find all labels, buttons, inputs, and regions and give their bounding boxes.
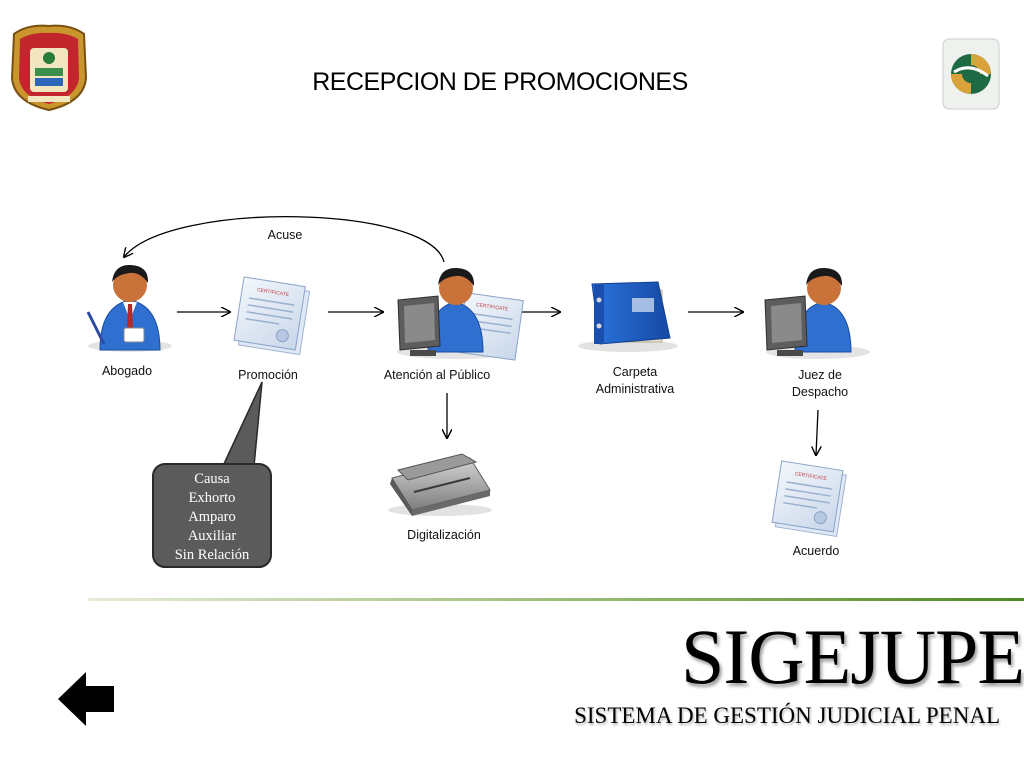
agreement-certificate-icon: CERTIFICATE (771, 460, 847, 538)
node-label-carpeta-line: Carpeta (612, 365, 658, 379)
administrative-folder-icon (578, 281, 678, 352)
promotion-types-callout (152, 463, 272, 568)
slide-title: RECEPCION DE PROMOCIONES (312, 68, 688, 96)
node-label-juez: Juez de Despacho (770, 367, 870, 401)
certificate-caption: CERTIFICATE (257, 287, 291, 298)
flow-arrow (816, 409, 818, 455)
node-label-carpeta: Carpeta Administrativa (580, 364, 690, 398)
node-label-juez-line: Despacho (791, 385, 849, 399)
public-service-clerk-icon: CERTIFICATE (397, 267, 524, 361)
acuse-label: Acuse (267, 228, 303, 242)
acuse-arrow (124, 216, 445, 263)
promotion-type-item: Causa (194, 471, 230, 487)
callout-pointer (221, 381, 263, 467)
promotion-type-item: Exhorto (188, 490, 236, 506)
promotion-type-item: Amparo (188, 509, 236, 525)
certificate-caption: CERTIFICATE (794, 471, 828, 482)
node-label-carpeta-line: Administrativa (595, 382, 675, 396)
node-label-atencion: Atención al Público (383, 368, 491, 382)
node-label-digitalizacion: Digitalización (407, 528, 481, 542)
sigejupe-emblem-icon (942, 38, 1000, 110)
promotion-type-item: Auxiliar (187, 528, 237, 544)
state-coat-of-arms-icon (10, 24, 88, 112)
promotion-type-item: Sin Relación (174, 547, 250, 563)
node-label-acuerdo: Acuerdo (792, 544, 840, 558)
brand-subtitle: SISTEMA DE GESTIÓN JUDICIAL PENAL (574, 703, 1000, 728)
node-label-juez-line: Juez de (798, 368, 842, 382)
back-arrow-icon[interactable] (56, 670, 118, 728)
brand-name: SIGEJUPE (680, 613, 1024, 700)
scanner-icon (388, 453, 492, 516)
footer-divider (88, 598, 1024, 601)
node-label-promocion: Promoción (238, 368, 298, 382)
certificate-caption: CERTIFICATE (476, 302, 509, 313)
judge-icon (764, 267, 870, 359)
lawyer-icon (86, 264, 172, 352)
process-diagram: CERTIFICATE CERTIFICATE (86, 216, 870, 538)
promotion-certificate-icon: CERTIFICATE (233, 276, 311, 356)
promotion-types-list: Causa Exhorto Amparo Auxiliar Sin Relaci… (152, 470, 272, 565)
node-label-abogado: Abogado (101, 364, 153, 378)
